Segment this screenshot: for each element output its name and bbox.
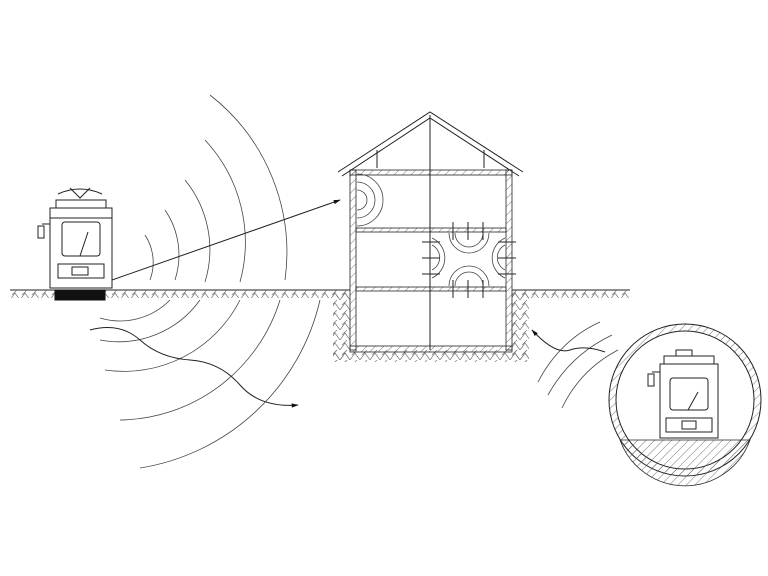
tunnel-arrow xyxy=(531,329,606,353)
ground-arrow xyxy=(89,327,299,408)
room-waves xyxy=(356,173,506,287)
ground-waves xyxy=(99,299,321,469)
tunnel xyxy=(608,323,762,487)
vibration-marks xyxy=(422,222,516,298)
surface-tram xyxy=(37,187,113,301)
airborne-arrow xyxy=(111,199,341,281)
tunnel-tram xyxy=(647,349,719,439)
house-section xyxy=(337,111,524,353)
tunnel-waves xyxy=(537,321,619,409)
airborne-waves xyxy=(144,94,288,283)
ground xyxy=(10,289,630,362)
